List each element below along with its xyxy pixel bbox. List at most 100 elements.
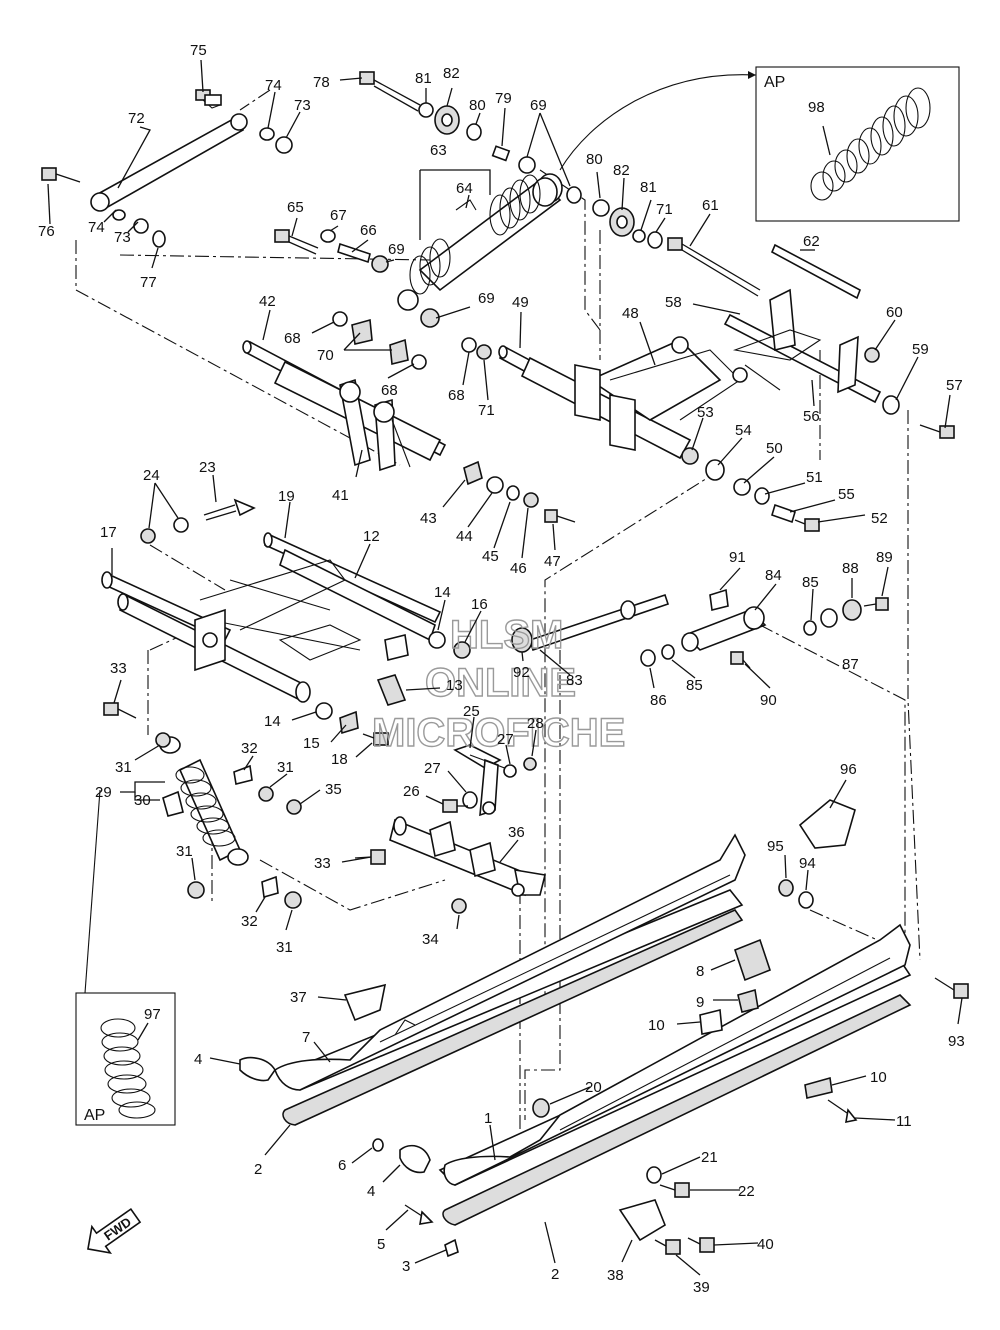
inset-label-ap-top: AP	[764, 74, 785, 91]
callout-31: 31	[115, 759, 132, 776]
nut-35	[286, 799, 302, 815]
callout-46: 46	[510, 560, 527, 577]
callout-85: 85	[802, 574, 819, 591]
callout-35: 35	[325, 781, 342, 798]
callout-32: 32	[241, 913, 258, 930]
bolt-90	[730, 651, 751, 669]
front-pivot-shaft	[242, 340, 447, 472]
callout-74: 74	[265, 77, 282, 94]
callout-56: 56	[803, 408, 820, 425]
callout-71: 71	[656, 201, 673, 218]
callout-14: 14	[264, 713, 281, 730]
callout-47: 47	[544, 553, 561, 570]
callout-69: 69	[388, 241, 405, 258]
callout-57: 57	[946, 377, 963, 394]
callout-37: 37	[290, 989, 307, 1006]
callout-2: 2	[551, 1266, 559, 1283]
callout-33: 33	[110, 660, 127, 677]
callout-45: 45	[482, 548, 499, 565]
callout-43: 43	[420, 510, 437, 527]
callout-67: 67	[330, 207, 347, 224]
link-84	[681, 606, 767, 652]
bolt-76	[41, 167, 81, 183]
washer-67	[320, 229, 336, 243]
front-bushings	[332, 311, 492, 370]
callout-50: 50	[766, 440, 783, 457]
rear-pivot-arm	[498, 336, 748, 460]
inset-leader-top	[559, 74, 757, 171]
callout-75: 75	[190, 42, 207, 59]
collar-16	[453, 641, 471, 659]
shock-absorber-upper	[397, 173, 563, 311]
callout-44: 44	[456, 528, 473, 545]
callout-8: 8	[696, 963, 704, 980]
callout-66: 66	[360, 222, 377, 239]
middle-bushings	[463, 460, 576, 523]
callout-81: 81	[640, 179, 657, 196]
callout-84: 84	[765, 567, 782, 584]
callout-14: 14	[434, 584, 451, 601]
nut-31c	[187, 881, 205, 899]
callout-70: 70	[317, 347, 334, 364]
callout-25: 25	[463, 703, 480, 720]
callout-92: 92	[513, 664, 530, 681]
callout-62: 62	[803, 233, 820, 250]
bolt-40	[687, 1237, 715, 1253]
callout-80: 80	[469, 97, 486, 114]
callout-40: 40	[757, 1236, 774, 1253]
callout-60: 60	[886, 304, 903, 321]
washer-87	[842, 599, 862, 621]
callout-18: 18	[331, 751, 348, 768]
callout-4: 4	[194, 1051, 202, 1068]
collar-32a	[233, 764, 253, 785]
watermark-line-2: ONLINE	[425, 661, 576, 705]
callout-12: 12	[363, 528, 380, 545]
callout-86: 86	[650, 692, 667, 709]
inset-arrow-top	[748, 71, 756, 79]
callout-96: 96	[840, 761, 857, 778]
lower-arm-36	[389, 816, 546, 897]
shaft-83	[511, 593, 670, 653]
washer-59	[882, 395, 900, 415]
washer-94	[798, 891, 814, 909]
fwd-direction-arrow: FWD	[87, 1207, 142, 1254]
inset-box-top-right	[755, 66, 960, 222]
bracket-38	[618, 1199, 666, 1242]
callout-11: 11	[896, 1113, 912, 1130]
bolt-26	[442, 799, 468, 813]
inset-leader-bottom	[84, 789, 101, 994]
plate-10a	[699, 1008, 723, 1035]
callout-34: 34	[422, 931, 439, 948]
callout-31: 31	[277, 759, 294, 776]
callout-13: 13	[446, 677, 463, 694]
bushing-91	[709, 588, 729, 611]
callout-71: 71	[478, 402, 495, 419]
callout-10: 10	[870, 1069, 887, 1086]
callout-89: 89	[876, 549, 893, 566]
nut-24b	[173, 517, 189, 533]
callout-93: 93	[948, 1033, 965, 1050]
nut-69-left	[371, 255, 389, 273]
callout-22: 22	[738, 1183, 755, 1200]
callout-68: 68	[448, 387, 465, 404]
callout-59: 59	[912, 341, 929, 358]
bolt-23	[203, 498, 256, 521]
callout-51: 51	[806, 469, 823, 486]
spacer-30	[162, 790, 184, 817]
callout-72: 72	[128, 110, 145, 127]
callout-31: 31	[176, 843, 193, 860]
callout-33: 33	[314, 855, 331, 872]
callout-38: 38	[607, 1267, 624, 1284]
stopper-4a	[239, 1056, 276, 1082]
bushing-88	[820, 608, 838, 628]
callout-76: 76	[38, 223, 55, 240]
bolt-18	[362, 732, 389, 746]
callout-41: 41	[332, 487, 349, 504]
shock-mount-hardware	[418, 102, 663, 249]
callout-39: 39	[693, 1279, 710, 1296]
callout-91: 91	[729, 549, 746, 566]
slide-rail-right	[438, 923, 912, 1226]
bracket-96	[798, 799, 856, 849]
callout-1: 1	[484, 1110, 492, 1127]
rear-upper-rail	[723, 243, 882, 404]
